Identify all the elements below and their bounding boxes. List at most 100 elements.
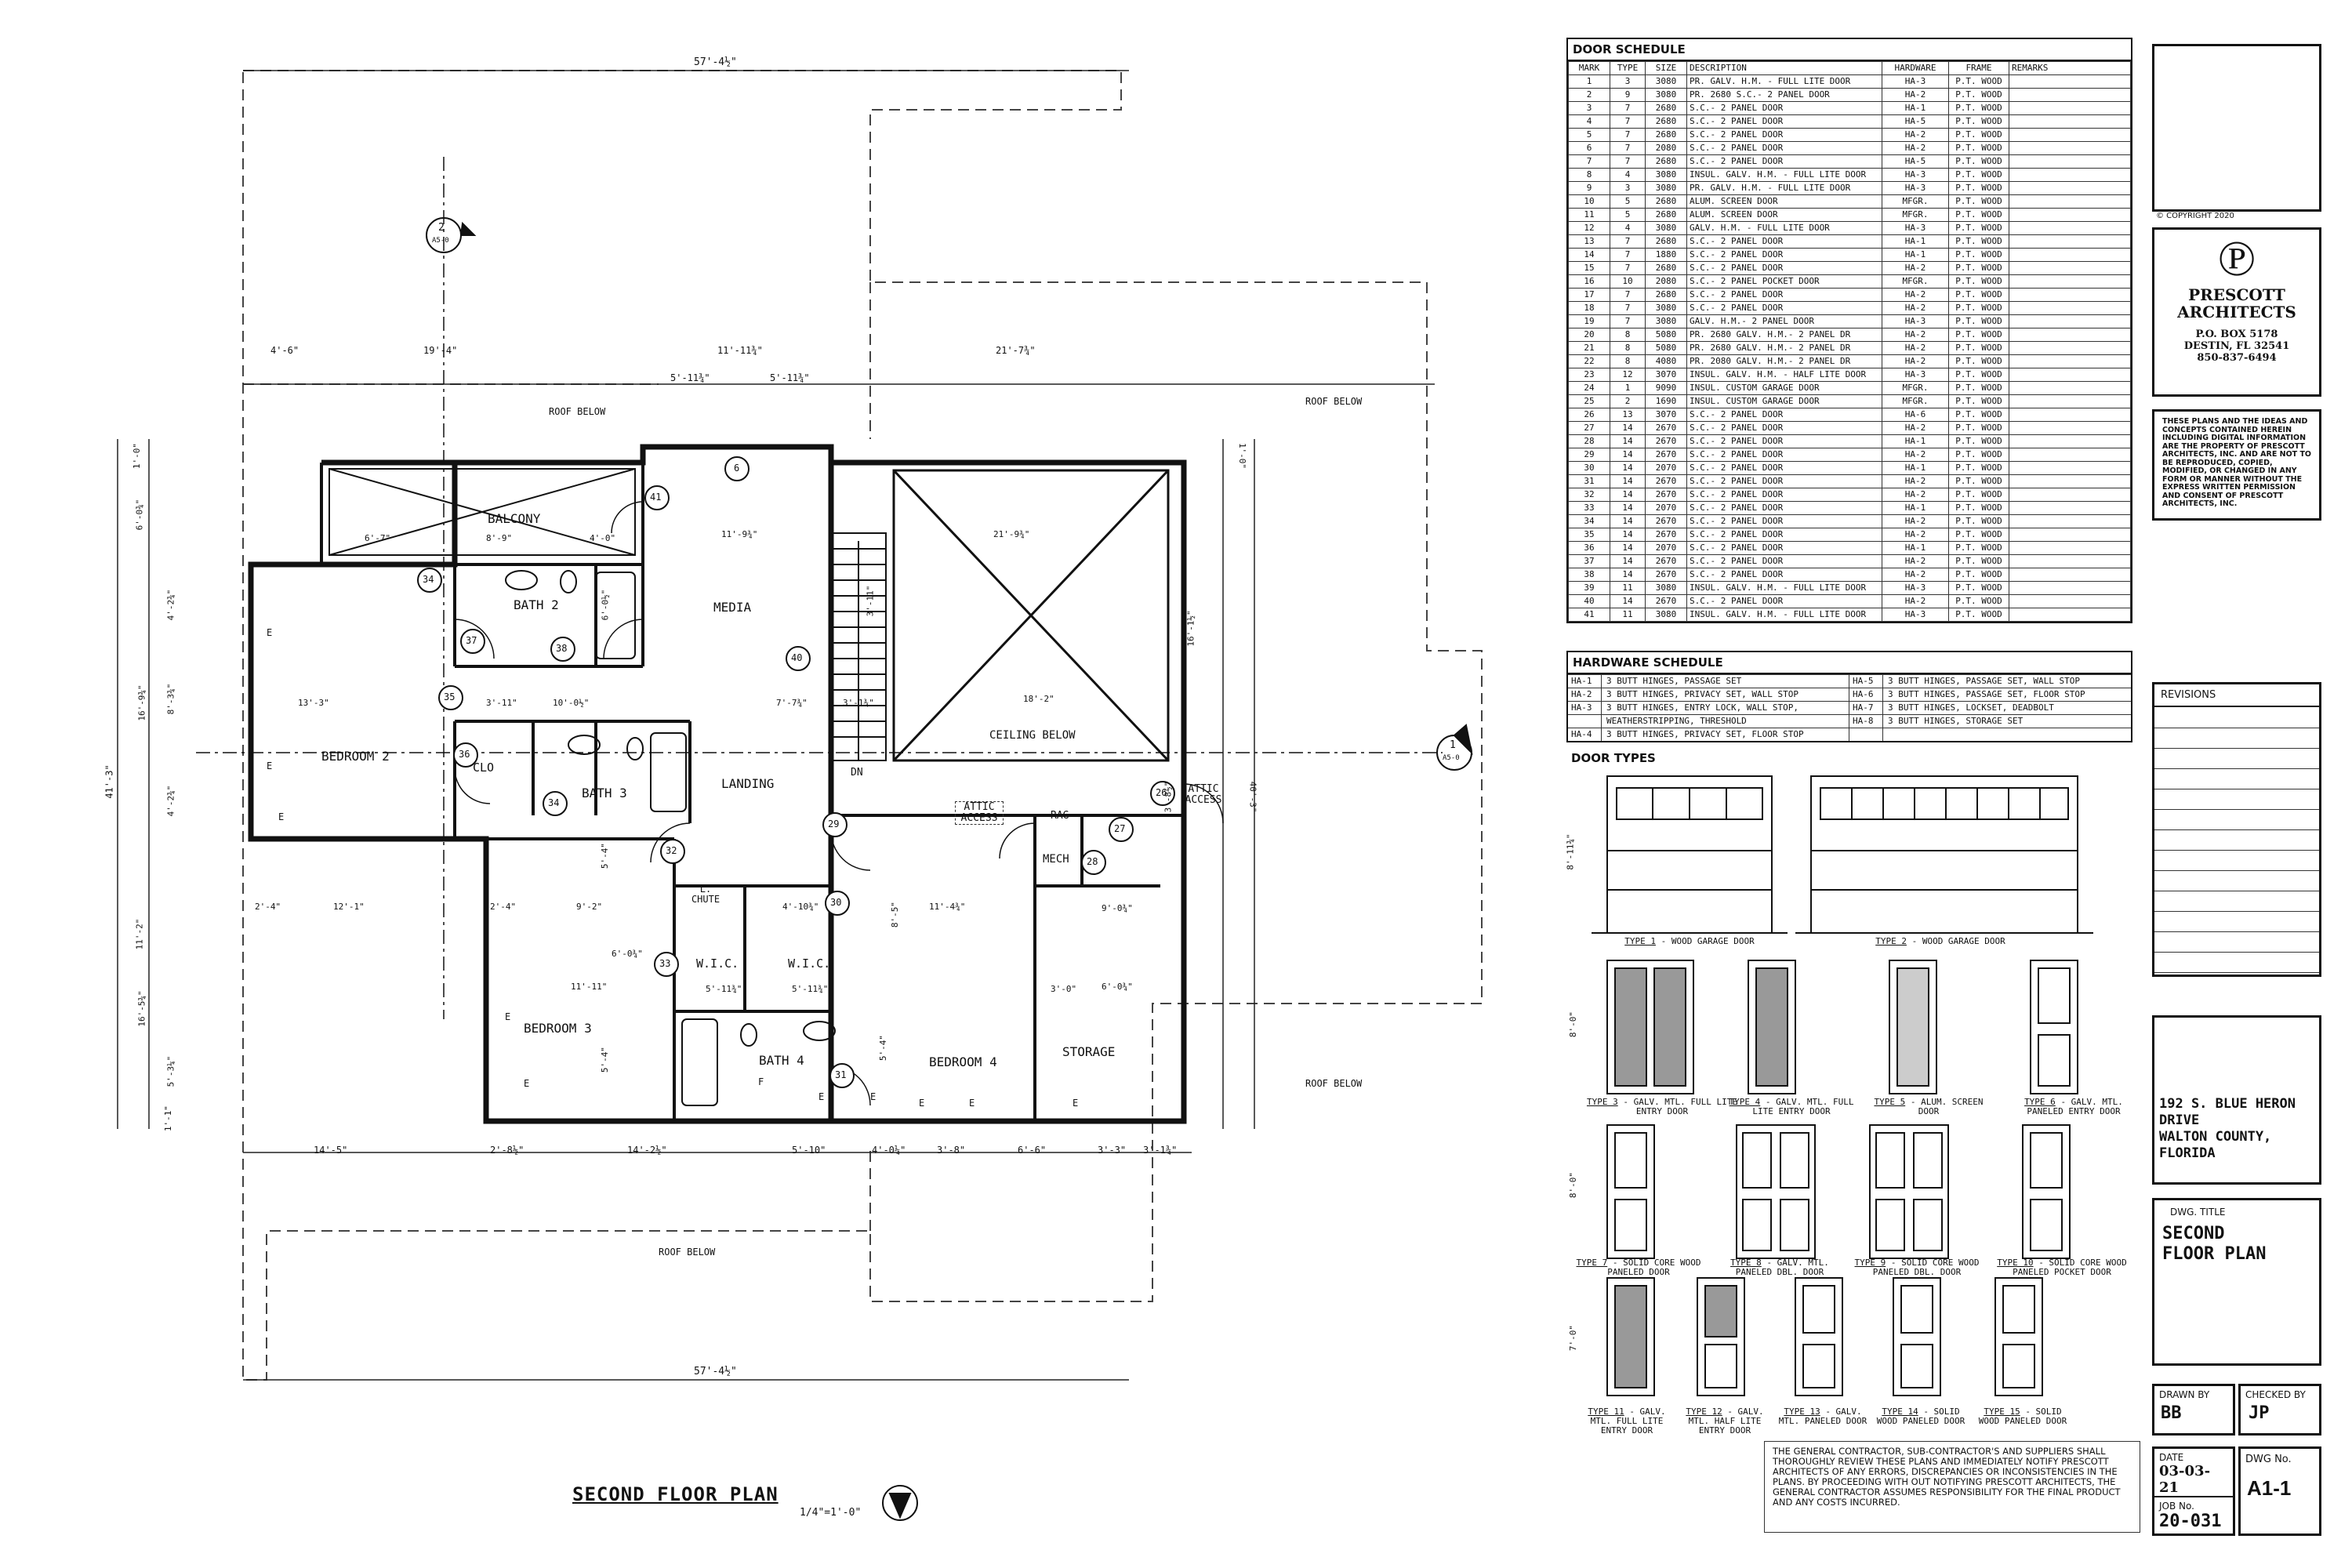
room-label-balcony: BALCONY [488,511,541,526]
door-type-label: TYPE 13 - GALV. MTL. PANELED DOOR [1772,1407,1874,1426]
door-schedule-cell [2009,74,2131,89]
door-type-label: TYPE 2 - WOOD GARAGE DOOR [1838,937,2042,946]
firm-logo-icon: ℗ [2217,230,2256,288]
door-schedule-cell [2009,581,2131,595]
door-schedule-cell [2009,421,2131,435]
door-type-5 [1889,960,1937,1094]
roof-outline [242,70,1483,1381]
door-schedule-cell: P.T. WOOD [1948,448,2009,462]
door-schedule-cell: HA-2 [1882,341,1949,355]
door-schedule-cell: HA-2 [1882,514,1949,528]
hardware-description: 3 BUTT HINGES, PRIVACY SET, WALL STOP [1606,689,1799,699]
door-type-12 [1697,1277,1745,1396]
door-schedule-cell: 4 [1610,221,1646,235]
hardware-code: HA-3 [1568,702,1602,714]
door-schedule-cell: 7 [1610,288,1646,302]
window-tag: E [267,627,273,638]
door-schedule-cell [2009,341,2131,355]
door-schedule-cell [2009,474,2131,488]
door-schedule-cell: 14 [1610,421,1646,435]
plan-title: SECOND FLOOR PLAN [572,1483,779,1505]
door-schedule-cell: S.C.- 2 PANEL DOOR [1686,288,1882,302]
door-schedule-cell: 14 [1610,474,1646,488]
window-tag: E [870,1091,877,1102]
door-schedule-cell: 5080 [1645,328,1687,342]
door-type-description: - SOLID WOOD PANELED DOOR [1876,1406,1965,1426]
door-schedule-cell: 11 [1610,581,1646,595]
door-tag-circles [417,456,1175,1088]
door-schedule-cell: 2670 [1645,434,1687,448]
dim-top: 19'-4" [423,345,458,356]
door-schedule-cell: 32 [1568,488,1610,502]
door-schedule-cell [2009,554,2131,568]
door-schedule-cell: 6 [1568,141,1610,155]
door-schedule-cell: MFGR. [1882,208,1949,222]
door-schedule-cell: 2670 [1645,421,1687,435]
hardware-description: 3 BUTT HINGES, STORAGE SET [1888,716,2024,726]
door-tag: 35 [444,691,456,702]
door-schedule-cell: 28 [1568,434,1610,448]
door-schedule-cell: S.C.- 2 PANEL DOOR [1686,568,1882,582]
door-schedule-cell: GALV. H.M.- 2 PANEL DOOR [1686,314,1882,328]
door-schedule-cell: 3080 [1645,581,1687,595]
dim-top-sub: 5'-11¾" [770,372,810,383]
door-schedule-cell: P.T. WOOD [1948,154,2009,169]
copyright-text: © COPYRIGHT 2020 [2156,212,2234,220]
door-schedule-cell [2009,354,2131,368]
door-type-description: - GALV. MTL. FULL LITE ENTRY DOOR [1590,1406,1666,1436]
door-schedule-cell: S.C.- 2 PANEL DOOR [1686,128,1882,142]
door-schedule-cell: P.T. WOOD [1948,514,2009,528]
bath-fixtures [505,570,836,1106]
door-schedule-cell: HA-2 [1882,288,1949,302]
door-schedule-cell: 9 [1568,181,1610,195]
north-arrow-icon [882,1485,918,1521]
door-schedule-cell: P.T. WOOD [1948,568,2009,582]
dim-left: 8'-3¾" [165,683,176,715]
door-schedule-cell: 2680 [1645,194,1687,209]
door-schedule-cell: P.T. WOOD [1948,594,2009,608]
door-schedule-cell: P.T. WOOD [1948,288,2009,302]
door-type-description: - GALV. MTL. PANELED ENTRY DOOR [2027,1097,2123,1116]
door-schedule-cell: 3080 [1645,88,1687,102]
door-schedule-cell: 2670 [1645,528,1687,542]
door-schedule-cell: 22 [1568,354,1610,368]
door-schedule-cell: HA-6 [1882,408,1949,422]
door-schedule-cell: 20 [1568,328,1610,342]
dim-interior: 3'-11" [486,698,517,708]
window-tag: E [505,1011,511,1022]
dim-interior: 2'-4" [490,902,517,912]
door-schedule-cell [2009,234,2131,249]
door-schedule-cell: 7 [1610,248,1646,262]
roof-below-label: ROOF BELOW [659,1247,716,1258]
section-marker-right-number: 1 [1450,739,1456,751]
door-type-description: - GALV. MTL. FULL LITE ENTRY DOOR [1752,1097,1854,1116]
door-schedule-cell: HA-2 [1882,594,1949,608]
door-type-label: TYPE 10 - SOLID CORE WOOD PANELED POCKET… [1995,1258,2129,1277]
door-schedule-cell: P.T. WOOD [1948,101,2009,115]
dim-bottom: 6'-6" [1018,1145,1047,1156]
firm-box: ℗ PRESCOTT ARCHITECTS P.O. BOX 5178 DEST… [2152,227,2321,397]
roof-below-label: ROOF BELOW [549,406,606,417]
door-schedule-cell: 8 [1610,354,1646,368]
dim-interior: 8'-9" [486,533,513,543]
room-label-attic-access-1: ATTIC ACCESS [955,801,1004,825]
dim-interior: 3'-11" [865,585,876,617]
door-schedule-cell: PR. GALV. H.M. - FULL LITE DOOR [1686,74,1882,89]
drawing-title-box: DWG. TITLE SECOND FLOOR PLAN [2152,1198,2321,1366]
dim-left: 4'-2¾" [165,589,176,621]
door-schedule-cell: P.T. WOOD [1948,408,2009,422]
door-tag: 26 [1156,787,1167,798]
door-schedule-cell: P.T. WOOD [1948,421,2009,435]
roof-below-label: ROOF BELOW [1305,396,1363,407]
